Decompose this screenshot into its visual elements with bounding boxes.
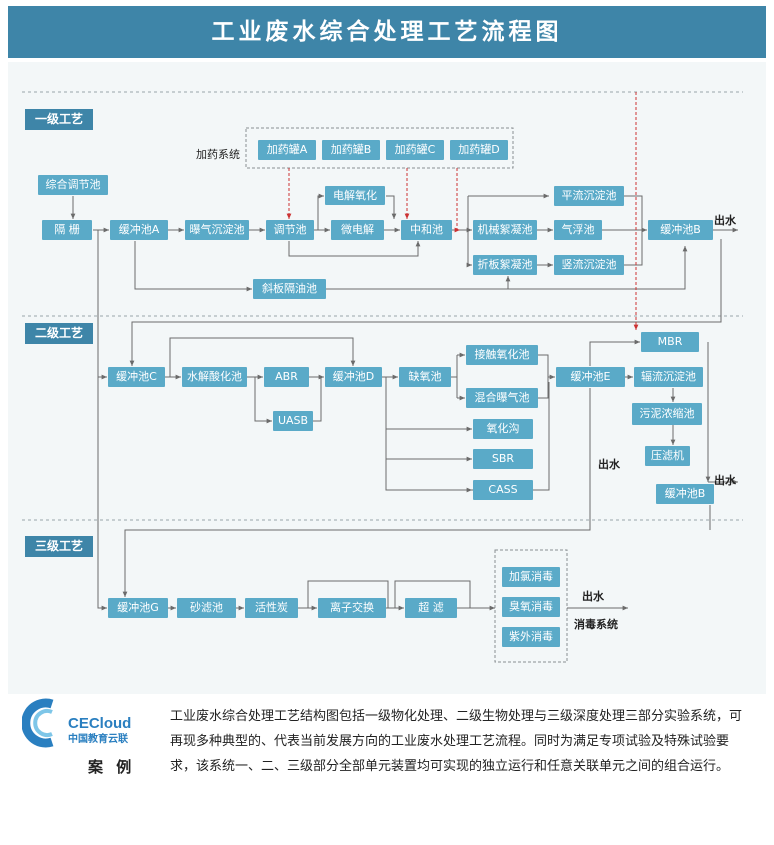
node-dose-tank-a: 加药罐A <box>258 140 316 160</box>
page-title: 工业废水综合处理工艺流程图 <box>211 19 563 45</box>
cecloud-logo: CECloud 中国教育云联 <box>21 698 142 748</box>
node-anoxic-pool: 缺氧池 <box>399 367 451 387</box>
cecloud-logo-mark: CECloud 中国教育云联 <box>21 698 131 748</box>
node-air-flotation: 气浮池 <box>554 220 602 240</box>
flow-connectors <box>22 91 743 663</box>
node-buffer-b-top: 缓冲池B <box>648 220 713 240</box>
node-mbr: MBR <box>641 332 699 352</box>
node-uasb: UASB <box>273 411 313 431</box>
node-dose-tank-c: 加药罐C <box>386 140 444 160</box>
node-buffer-b-mid: 缓冲池B <box>656 484 714 504</box>
node-vertical-settling: 竖流沉淀池 <box>554 255 624 275</box>
node-filter-press: 压滤机 <box>645 446 690 466</box>
node-abr: ABR <box>264 367 309 387</box>
node-hydrolysis-acidification: 水解酸化池 <box>182 367 247 387</box>
node-uv-disinfection: 紫外消毒 <box>502 627 560 647</box>
stage-label-1: 一级工艺 <box>25 109 93 130</box>
node-inclined-plate-oil: 斜板隔油池 <box>253 279 326 299</box>
node-radial-settling: 辐流沉淀池 <box>634 367 703 387</box>
node-neutral-pool: 中和池 <box>401 220 452 240</box>
node-composite-regulating-pool: 综合调节池 <box>38 175 108 195</box>
outlet-label-2: 出水 <box>598 458 620 471</box>
node-aeration-settling: 曝气沉淀池 <box>185 220 249 240</box>
stage-label-3: 三级工艺 <box>25 536 93 557</box>
node-buffer-d: 缓冲池D <box>325 367 382 387</box>
outlet-label-1: 出水 <box>714 214 736 227</box>
outlet-label-3: 出水 <box>714 474 736 487</box>
node-sludge-thickening: 污泥浓缩池 <box>632 403 702 425</box>
node-adjust-pool: 调节池 <box>266 220 314 240</box>
node-contact-oxidation: 接触氧化池 <box>466 345 538 365</box>
dosing-system-label: 加药系统 <box>196 148 240 161</box>
node-electrolytic-oxidation: 电解氧化 <box>325 186 385 205</box>
node-buffer-a: 缓冲池A <box>110 220 168 240</box>
node-screen: 隔 栅 <box>42 220 92 240</box>
node-oxidation-ditch: 氧化沟 <box>473 419 533 439</box>
disinfection-system-label: 消毒系统 <box>574 618 618 631</box>
node-buffer-e: 缓冲池E <box>556 367 625 387</box>
case-label: 案 例 <box>88 758 136 776</box>
node-mechanical-flocculation: 机械絮凝池 <box>473 220 537 240</box>
description-paragraph: 工业废水综合处理工艺结构图包括一级物化处理、二级生物处理与三级深度处理三部分实验… <box>170 709 743 774</box>
stage-label-2: 二级工艺 <box>25 323 93 344</box>
diagram-panel: 一级工艺 二级工艺 三级工艺 加药系统 出水 出水 出水 出水 消毒系统 综合调… <box>8 62 766 694</box>
node-sand-filter: 砂滤池 <box>177 598 236 618</box>
node-folded-flocculation: 折板絮凝池 <box>473 255 537 275</box>
node-micro-electrolysis: 微电解 <box>331 220 384 240</box>
svg-text:CECloud: CECloud <box>68 715 131 732</box>
node-horizontal-settling: 平流沉淀池 <box>554 186 624 206</box>
node-ultrafiltration: 超 滤 <box>405 598 457 618</box>
node-ozone-disinfection: 臭氧消毒 <box>502 597 560 617</box>
node-chlorine-disinfection: 加氯消毒 <box>502 567 560 587</box>
title-bar: 工业废水综合处理工艺流程图 <box>8 6 766 58</box>
node-mixed-aeration: 混合曝气池 <box>466 388 538 408</box>
node-sbr: SBR <box>473 449 533 469</box>
node-cass: CASS <box>473 480 533 500</box>
node-activated-carbon: 活性炭 <box>245 598 298 618</box>
node-dose-tank-d: 加药罐D <box>450 140 508 160</box>
outlet-label-4: 出水 <box>582 590 604 603</box>
svg-text:中国教育云联: 中国教育云联 <box>68 732 128 745</box>
node-dose-tank-b: 加药罐B <box>322 140 380 160</box>
node-buffer-g: 缓冲池G <box>108 598 168 618</box>
node-ion-exchange: 离子交换 <box>318 598 386 618</box>
node-buffer-c: 缓冲池C <box>108 367 165 387</box>
